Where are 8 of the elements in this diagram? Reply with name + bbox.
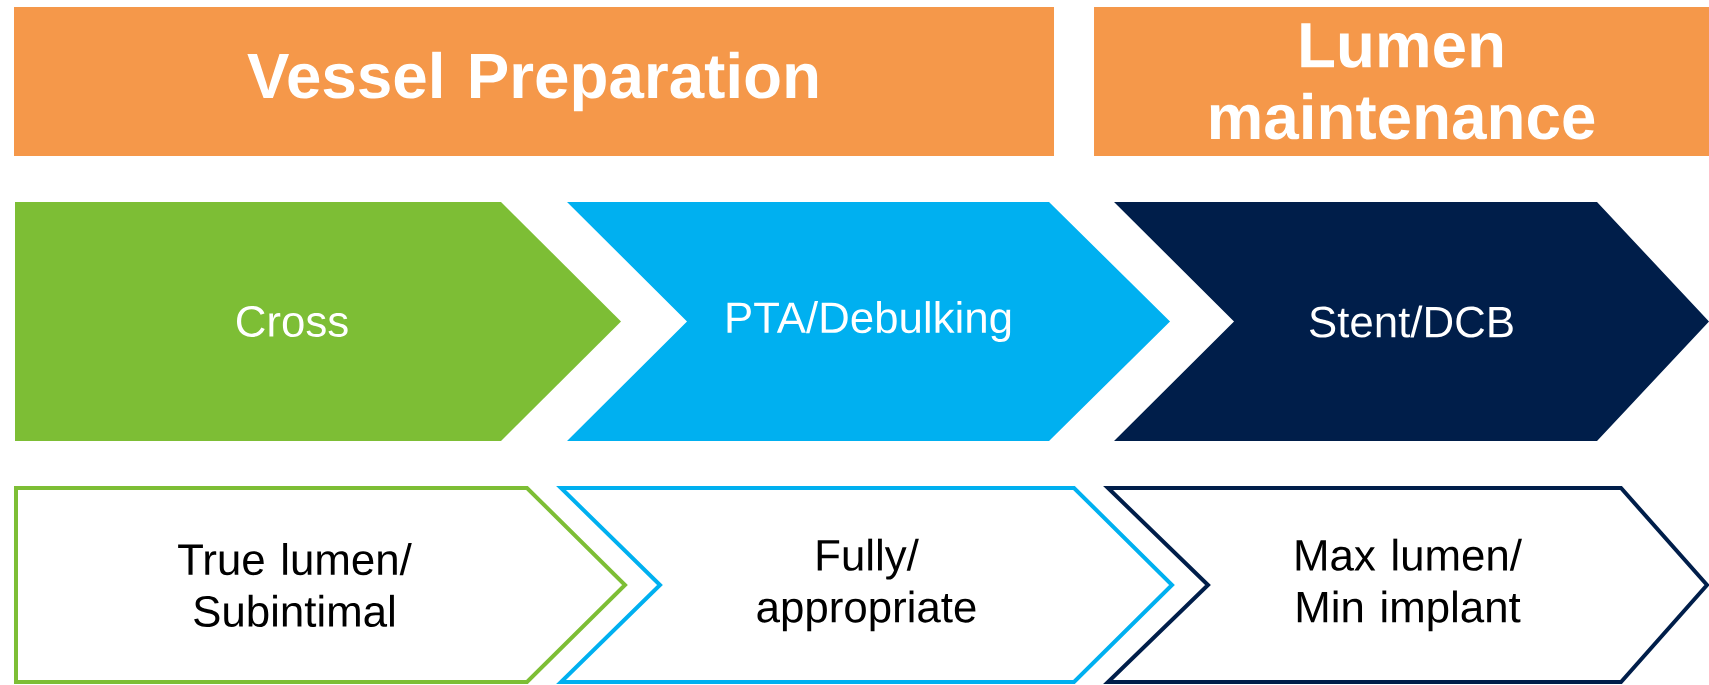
outcome-box: True lumen/ Subintimal: [14, 486, 628, 684]
outcome-box: Fully/ appropriate: [556, 486, 1175, 684]
process-step-box: Cross: [15, 202, 621, 441]
outcome-box: Max lumen/ Min implant: [1103, 486, 1709, 684]
process-step-box: PTA/Debulking: [567, 202, 1170, 441]
process-step-box: Stent/DCB: [1114, 202, 1709, 441]
header-banner: Lumen maintenance: [1094, 7, 1709, 156]
header-banner: Vessel Preparation: [14, 7, 1054, 156]
